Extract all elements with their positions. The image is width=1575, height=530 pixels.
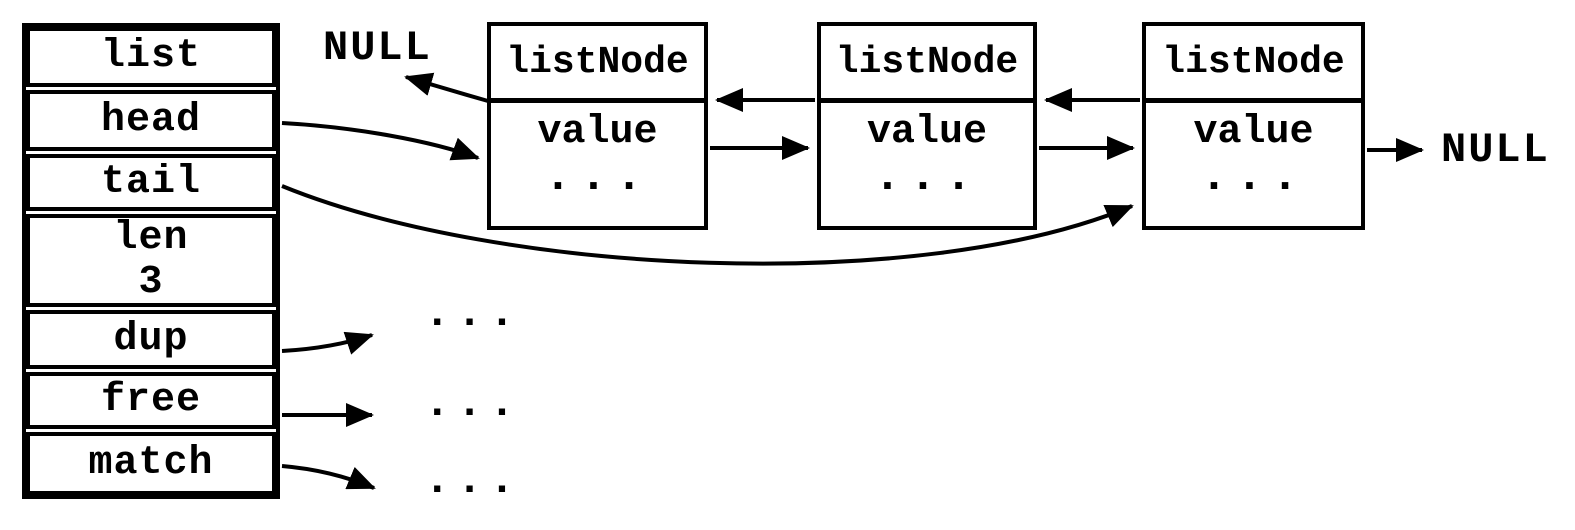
node-2-body: value ... [821,103,1033,226]
head-prev-null-label: NULL [323,24,432,72]
tail-next-null-label: NULL [1441,126,1550,174]
node-3-ellipsis: ... [1200,151,1307,203]
struct-label-dup: dup [113,316,189,362]
node-2-value-label: value [866,110,988,155]
struct-label-len: len [113,215,189,261]
node-2-ellipsis: ... [873,151,981,203]
list-node-1: listNode value ... [487,22,708,230]
node-1-value-label: value [537,110,658,155]
node-2-title: listNode [821,26,1033,103]
struct-value-len: 3 [138,259,164,305]
list-struct-box: list head tail len 3 dup free match [22,23,280,499]
struct-row-free: free [26,372,276,429]
node-3-body: value ... [1146,103,1361,226]
node-1-title: listNode [491,26,704,103]
head-pointer-arrow [281,121,480,161]
struct-row-len: len 3 [26,214,276,307]
struct-label-head: head [100,97,201,143]
node-3-title: listNode [1146,26,1361,103]
dup-pointer-arrow [281,331,374,355]
struct-row-tail: tail [26,154,276,211]
node1-prev-null-arrow [404,72,489,103]
struct-row-dup: dup [26,310,276,369]
struct-row-head: head [26,90,276,151]
list-node-3: listNode value ... [1142,22,1365,230]
struct-label-free: free [100,377,201,423]
match-target-ellipsis: ... [424,456,522,506]
struct-label-list: list [100,34,201,79]
struct-row-match: match [26,432,276,495]
node-1-ellipsis: ... [544,151,651,203]
free-target-ellipsis: ... [424,379,522,429]
node-3-value-label: value [1193,110,1314,155]
struct-label-tail: tail [100,159,201,205]
list-node-2: listNode value ... [817,22,1037,230]
struct-row-list: list [26,27,276,87]
match-pointer-arrow [281,464,376,490]
node-1-body: value ... [491,103,704,226]
struct-label-match: match [88,440,214,486]
dup-target-ellipsis: ... [424,289,522,339]
